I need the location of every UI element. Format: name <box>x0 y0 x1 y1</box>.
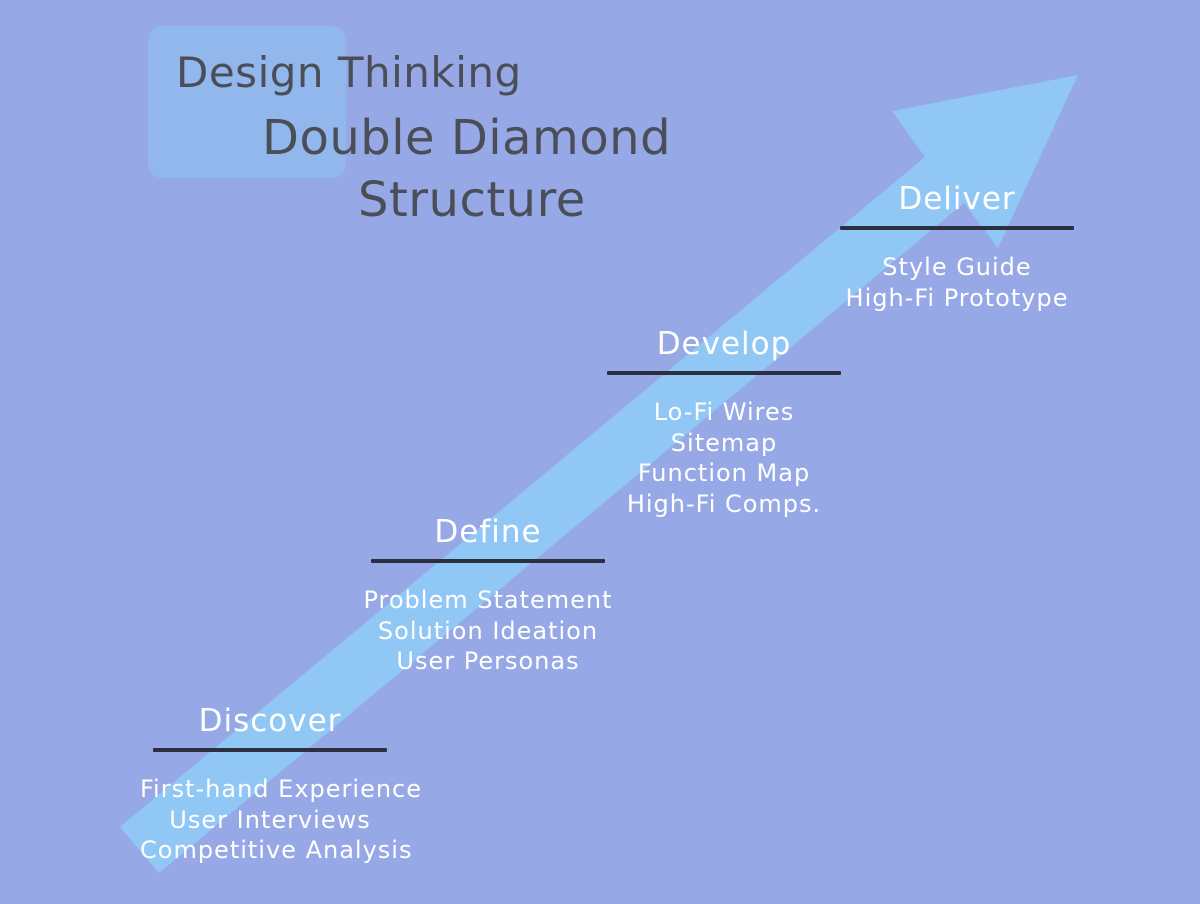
arrow-shape <box>120 75 1078 873</box>
stage-items: First-hand Experience User Interviews Co… <box>140 774 422 866</box>
stage-title: Define <box>434 514 542 550</box>
stage-item: First-hand Experience <box>140 775 422 803</box>
stage-title: Discover <box>198 703 342 739</box>
stage-items: Style Guide High-Fi Prototype <box>827 252 1087 313</box>
stage-underline <box>371 559 605 563</box>
stage-item: Problem Statement <box>363 586 613 614</box>
stage-define: Define Problem Statement Solution Ideati… <box>358 513 618 677</box>
stage-deliver: Deliver Style Guide High-Fi Prototype <box>827 180 1087 313</box>
stage-title: Develop <box>656 326 792 362</box>
stage-item: Lo-Fi Wires <box>653 398 795 426</box>
stage-item: Function Map <box>637 459 811 487</box>
stage-discover: Discover First-hand Experience User Inte… <box>140 702 422 866</box>
stage-item: Solution Ideation <box>377 616 599 645</box>
stage-develop: Develop Lo-Fi Wires Sitemap Function Map… <box>594 325 854 519</box>
stage-title: Deliver <box>898 181 1016 217</box>
stage-item: Style Guide <box>882 253 1032 281</box>
stage-item: High-Fi Comps. <box>626 489 822 518</box>
stage-item: High-Fi Prototype <box>845 283 1069 312</box>
stage-underline <box>840 226 1074 230</box>
title-line-1: Design Thinking <box>176 48 522 97</box>
stage-underline <box>153 748 387 752</box>
title-line-3: Structure <box>358 172 586 228</box>
title-highlight-box <box>148 26 346 178</box>
title-line-2: Double Diamond <box>262 110 672 166</box>
stage-items: Problem Statement Solution Ideation User… <box>358 585 618 677</box>
stage-items: Lo-Fi Wires Sitemap Function Map High-Fi… <box>594 397 854 519</box>
stage-item: User Interviews <box>169 805 371 834</box>
stage-item: Sitemap <box>670 428 778 457</box>
stage-underline <box>607 371 841 375</box>
stage-item: User Personas <box>396 647 580 675</box>
stage-item: Competitive Analysis <box>140 836 413 864</box>
